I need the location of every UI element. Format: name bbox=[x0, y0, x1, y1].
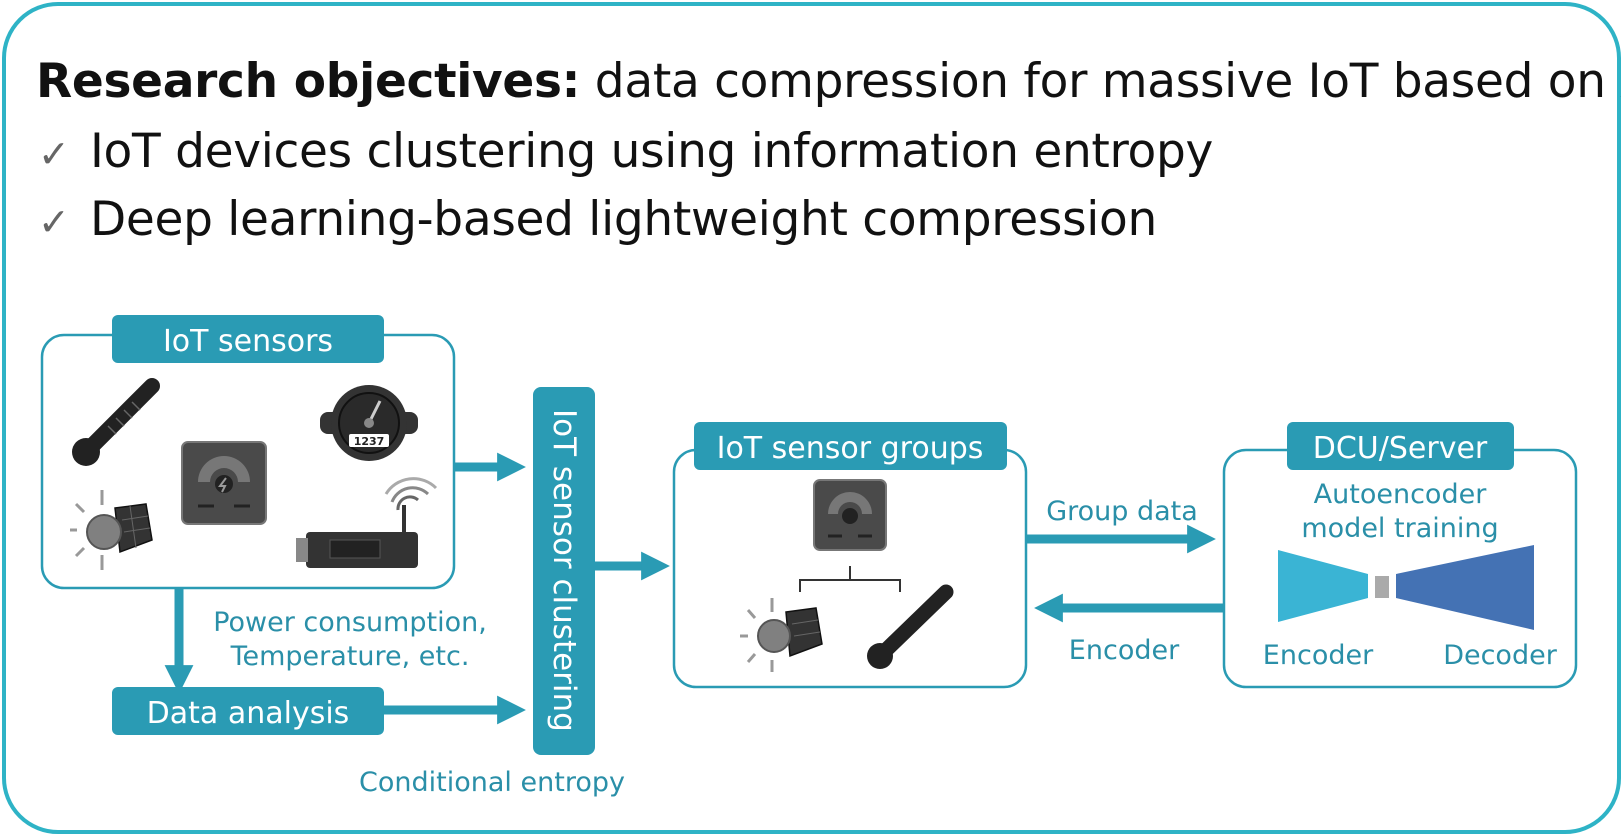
iot-sensor-clustering-label: IoT sensor clustering bbox=[546, 409, 582, 732]
data-analysis-label: Data analysis bbox=[147, 696, 350, 731]
conditional-entropy-label: Conditional entropy bbox=[359, 767, 625, 798]
iot-sensor-groups-title: IoT sensor groups bbox=[717, 431, 984, 466]
iot-sensor-groups-title-bg bbox=[694, 422, 1007, 470]
bullet-clustering: ✓ IoT devices clustering using informatio… bbox=[38, 124, 1213, 179]
thermometer-icon bbox=[72, 378, 160, 466]
check-icon: ✓ bbox=[38, 132, 70, 176]
wireless-gateway-icon bbox=[296, 477, 438, 568]
encoder-shape bbox=[1278, 550, 1368, 622]
bullet-text: Deep learning-based lightweight compress… bbox=[90, 192, 1157, 247]
heading-rest: data compression for massive IoT based o… bbox=[580, 54, 1621, 109]
iot-sensor-clustering-bar bbox=[533, 387, 595, 755]
meter-digits: 1237 bbox=[354, 435, 385, 448]
data-analysis-box bbox=[112, 687, 384, 735]
encoder-label: Encoder bbox=[1263, 640, 1374, 671]
heading-bold: Research objectives: bbox=[36, 54, 581, 109]
autoencoder-label-line1: Autoencoder bbox=[1314, 479, 1488, 510]
decoder-shape bbox=[1396, 545, 1534, 630]
solar-sensor-icon bbox=[70, 490, 153, 570]
group-bracket bbox=[799, 566, 901, 592]
water-meter-icon: 1237 bbox=[320, 385, 418, 461]
analysis-note-line1: Power consumption, bbox=[213, 607, 487, 638]
power-meter-icon bbox=[181, 441, 267, 525]
analysis-note-line2: Temperature, etc. bbox=[230, 641, 470, 672]
bullet-text: IoT devices clustering using information… bbox=[90, 124, 1214, 179]
thermometer-icon bbox=[867, 584, 954, 669]
solar-sensor-icon bbox=[740, 598, 823, 672]
decoder-label: Decoder bbox=[1443, 640, 1558, 671]
autoencoder-label-line2: model training bbox=[1301, 513, 1498, 544]
check-icon: ✓ bbox=[38, 200, 70, 244]
iot-sensors-title: IoT sensors bbox=[163, 324, 333, 359]
iot-sensors-title-bg bbox=[112, 315, 384, 363]
encoder-return-label: Encoder bbox=[1069, 635, 1180, 666]
latent-code-shape bbox=[1375, 576, 1389, 598]
research-objectives-heading: Research objectives: data compression fo… bbox=[36, 54, 1621, 109]
power-meter-icon bbox=[813, 479, 887, 551]
dcu-server-title: DCU/Server bbox=[1313, 431, 1488, 466]
bullet-compression: ✓ Deep learning-based lightweight compres… bbox=[38, 192, 1157, 247]
group-data-label: Group data bbox=[1046, 496, 1198, 527]
dcu-server-title-bg bbox=[1287, 422, 1514, 470]
